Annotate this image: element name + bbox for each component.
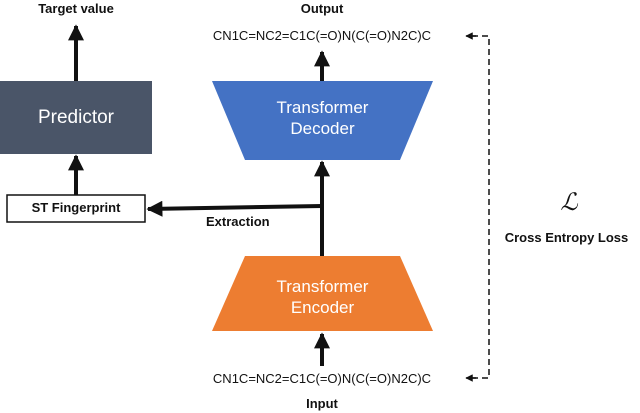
predictor-label: Predictor bbox=[37, 106, 115, 128]
loss-dashed-line bbox=[472, 35, 490, 379]
encoder-label-line2: Encoder bbox=[290, 298, 355, 317]
input-label: Input bbox=[306, 396, 338, 411]
decoder-label-line1: Transformer bbox=[276, 97, 369, 117]
encoder-label-line1: Transformer bbox=[276, 276, 369, 296]
arrow-extraction-to-fingerprint bbox=[146, 200, 323, 217]
output-smiles: CN1C=NC2=C1C(=O)N(C(=O)N2C)C bbox=[212, 28, 432, 43]
extraction-label: Extraction bbox=[206, 214, 270, 229]
output-label: Output bbox=[300, 1, 344, 16]
loss-symbol: ℒ bbox=[560, 188, 578, 216]
decoder-label-line2: Decoder bbox=[290, 119, 355, 138]
decoder-trapezoid bbox=[212, 81, 433, 160]
decoder-label: Transformer Decoder bbox=[245, 92, 400, 144]
encoder-label: Transformer Encoder bbox=[245, 271, 400, 323]
encoder-trapezoid bbox=[212, 256, 433, 331]
loss-name-label: Cross Entropy Loss bbox=[504, 230, 629, 245]
predictor-box bbox=[0, 81, 152, 154]
fingerprint-box bbox=[6, 194, 146, 223]
input-smiles: CN1C=NC2=C1C(=O)N(C(=O)N2C)C bbox=[212, 371, 432, 386]
fingerprint-label: ST Fingerprint bbox=[31, 200, 121, 216]
target-value-label: Target value bbox=[38, 1, 114, 16]
